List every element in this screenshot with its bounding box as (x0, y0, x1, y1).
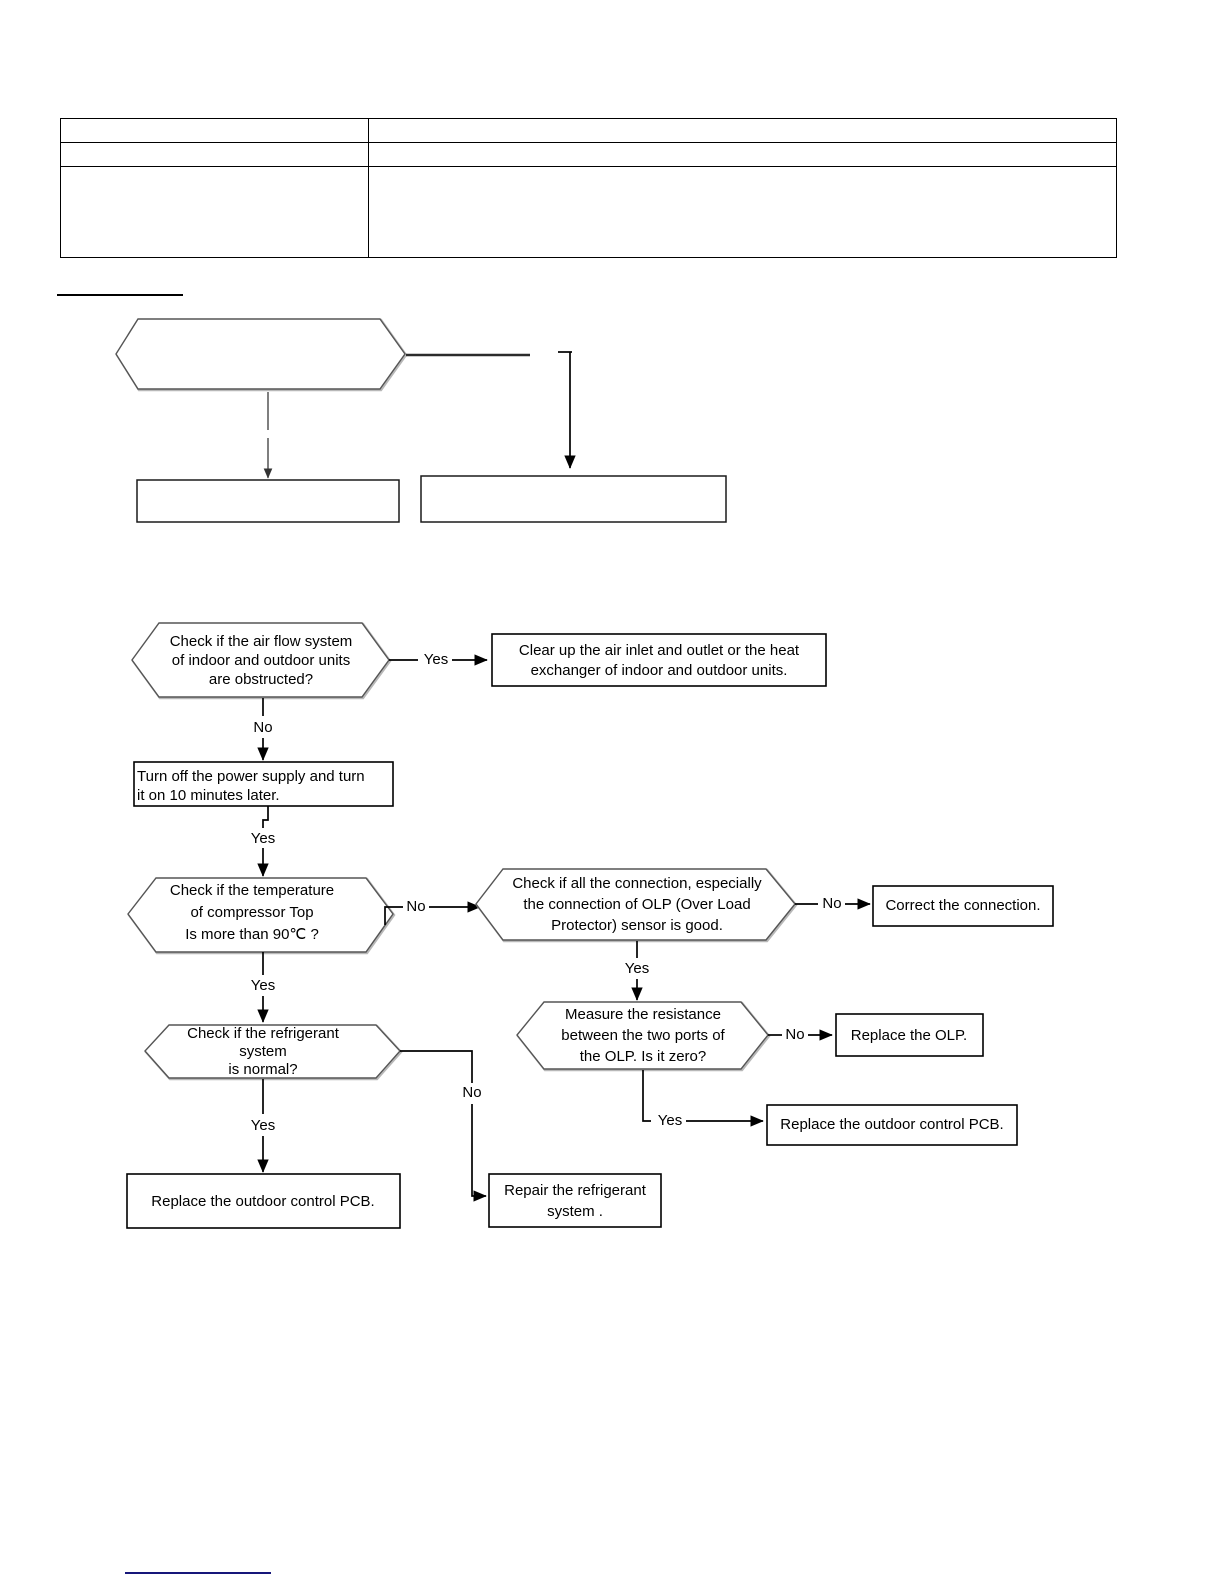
node-replace-pcb-left[interactable]: Replace the outdoor control PCB. (126, 1173, 401, 1229)
measure-resistance-line-1: Measure the resistance (565, 1006, 721, 1023)
replace-pcb-right-label: Replace the outdoor control PCB. (780, 1116, 1003, 1133)
edge-refrigerant-no-b (471, 1104, 487, 1202)
edge-refrigerant-no-a (400, 1050, 473, 1083)
table-cell-value (368, 166, 1117, 258)
power-cycle-line-2: it on 10 minutes later. (137, 787, 280, 804)
upper-diagram-group (115, 318, 727, 523)
node-measure-resistance[interactable]: Measure the resistance between the two p… (516, 1001, 771, 1072)
spec-table (60, 118, 1117, 258)
node-clear-air[interactable]: Clear up the air inlet and outlet or the… (491, 633, 827, 687)
replace-olp-label: Replace the OLP. (851, 1027, 967, 1044)
edge-power-yes-a (262, 806, 269, 828)
airflow-check-line-2: of indoor and outdoor units (172, 652, 350, 669)
edge-label-refrigerant-no: No (462, 1084, 481, 1101)
connection-check-line-2: the connection of OLP (Over Load (523, 896, 750, 913)
edge-label-airflow-no: No (253, 719, 272, 736)
main-flowchart-group: Check if the air flow system of indoor a… (126, 622, 1054, 1229)
edge-label-resistance-no: No (785, 1026, 804, 1043)
edge-temp-no-a (384, 906, 403, 925)
airflow-check-line-3: are obstructed? (209, 671, 313, 688)
node-repair-refrigerant[interactable]: Repair the refrigerant system . (488, 1173, 662, 1228)
table-cell-label (60, 142, 369, 167)
clear-air-line-1: Clear up the air inlet and outlet or the… (519, 642, 800, 659)
node-replace-olp[interactable]: Replace the OLP. (835, 1013, 984, 1057)
node-power-cycle[interactable]: Turn off the power supply and turn it on… (133, 761, 394, 807)
upper-box-right (420, 475, 727, 523)
correct-connection-label: Correct the connection. (885, 897, 1040, 914)
airflow-check-line-1: Check if the air flow system (170, 633, 353, 650)
temp-check-line-2: of compressor Top (190, 904, 313, 921)
edge-label-power-yes: Yes (251, 830, 275, 847)
node-correct-connection[interactable]: Correct the connection. (872, 885, 1054, 927)
edge-label-temp-no: No (406, 898, 425, 915)
upper-box-left (136, 479, 400, 523)
edge-resistance-yes-a (642, 1070, 651, 1122)
edge-label-resistance-yes: Yes (658, 1112, 682, 1129)
power-cycle-line-1: Turn off the power supply and turn (137, 768, 365, 785)
clear-air-line-2: exchanger of indoor and outdoor units. (531, 662, 788, 679)
section-underline-bottom (125, 1572, 271, 1574)
edge-label-connection-no: No (822, 895, 841, 912)
connection-check-line-3: Protector) sensor is good. (551, 917, 723, 934)
refrigerant-check-line-2: system (239, 1043, 287, 1060)
connection-check-line-1: Check if all the connection, especially (512, 875, 762, 892)
repair-refrigerant-line-2: system . (547, 1203, 603, 1220)
measure-resistance-line-3: the OLP. Is it zero? (580, 1048, 706, 1065)
edge-label-refrigerant-yes: Yes (251, 1117, 275, 1134)
table-cell-label (60, 166, 369, 258)
node-connection-check[interactable]: Check if all the connection, especially … (475, 868, 798, 943)
edge-label-airflow-yes: Yes (424, 651, 448, 668)
edge-label-connection-yes: Yes (625, 960, 649, 977)
node-temp-check[interactable]: Check if the temperature of compressor T… (127, 877, 396, 955)
section-underline-top (57, 294, 183, 296)
upper-decision-hexagon (115, 318, 408, 392)
refrigerant-check-line-3: is normal? (228, 1061, 297, 1078)
node-airflow-check[interactable]: Check if the air flow system of indoor a… (131, 622, 392, 700)
temp-check-line-3: Is more than 90℃ ? (185, 926, 319, 943)
node-refrigerant-check[interactable]: Check if the refrigerant system is norma… (144, 1024, 403, 1081)
replace-pcb-left-label: Replace the outdoor control PCB. (151, 1193, 374, 1210)
measure-resistance-line-2: between the two ports of (561, 1027, 725, 1044)
refrigerant-check-line-1: Check if the refrigerant (187, 1025, 340, 1042)
repair-refrigerant-line-1: Repair the refrigerant (504, 1182, 647, 1199)
edge-label-temp-yes: Yes (251, 977, 275, 994)
table-row (60, 166, 1117, 258)
node-replace-pcb-right[interactable]: Replace the outdoor control PCB. (766, 1104, 1018, 1146)
temp-check-line-1: Check if the temperature (170, 882, 334, 899)
